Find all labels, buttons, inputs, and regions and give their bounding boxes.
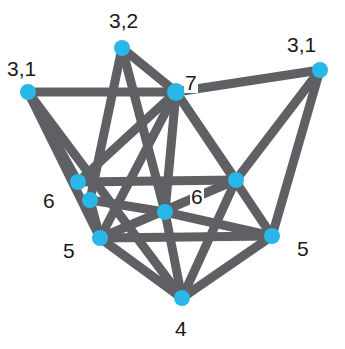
atom-label: 3,2: [108, 10, 139, 31]
atom-label: 4: [174, 318, 188, 339]
atom-label: 6: [42, 190, 56, 211]
atom-label: 5: [296, 238, 310, 259]
atom-label: 6: [190, 186, 204, 207]
atom-label: 5: [62, 240, 76, 261]
atom-label: 3,1: [286, 34, 317, 55]
atoms: [20, 40, 328, 306]
atom-label: 7: [184, 72, 198, 93]
bond-lines: [28, 48, 320, 298]
atom-label: 3,1: [6, 58, 37, 79]
